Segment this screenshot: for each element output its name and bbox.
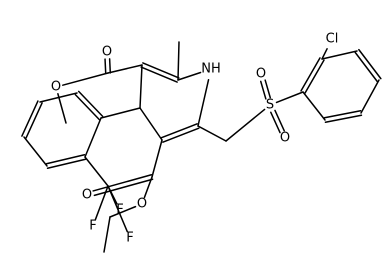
double-bond xyxy=(274,109,285,132)
single-bond xyxy=(139,107,163,141)
atom-label-nh: NH xyxy=(201,62,221,77)
atom-label-o: O xyxy=(102,45,112,60)
double-bond xyxy=(45,154,86,165)
single-bond xyxy=(302,91,326,121)
single-bond xyxy=(107,185,129,233)
double-bond xyxy=(264,79,272,99)
double-bond xyxy=(104,58,107,74)
double-bond xyxy=(259,80,267,100)
double-bond xyxy=(140,66,178,83)
single-bond xyxy=(177,71,202,81)
atom-label-cl: Cl xyxy=(326,32,339,47)
double-bond xyxy=(93,178,154,197)
double-bond xyxy=(92,174,153,192)
double-bond xyxy=(354,51,378,83)
single-bond xyxy=(39,92,78,103)
single-bond xyxy=(23,136,48,167)
bond-layer xyxy=(21,41,382,253)
double-bond xyxy=(304,59,325,94)
atom-label-f: F xyxy=(89,219,96,234)
atom-label-o: O xyxy=(137,197,147,212)
atom-label-o: O xyxy=(82,188,92,203)
double-bond xyxy=(142,62,180,79)
single-bond xyxy=(360,79,380,114)
atom-label-o: O xyxy=(256,67,266,82)
double-bond xyxy=(77,90,104,118)
double-bond xyxy=(358,48,382,80)
double-bond xyxy=(270,111,281,134)
single-bond xyxy=(107,64,143,74)
double-bond xyxy=(300,57,321,92)
single-bond xyxy=(109,205,137,218)
single-bond xyxy=(57,92,67,124)
double-bond xyxy=(108,58,112,74)
single-bond xyxy=(321,48,328,60)
double-bond xyxy=(162,127,200,143)
single-bond xyxy=(197,78,210,127)
single-bond xyxy=(100,107,141,119)
double-bond xyxy=(324,114,363,124)
double-bond xyxy=(25,102,43,139)
single-bond xyxy=(139,64,143,109)
double-bond xyxy=(160,123,198,139)
single-bond xyxy=(225,108,266,142)
single-bond xyxy=(197,125,227,142)
single-bond xyxy=(151,139,163,178)
single-bond xyxy=(103,216,111,253)
atom-label-o: O xyxy=(51,80,61,95)
single-bond xyxy=(177,41,180,81)
single-bond xyxy=(321,50,358,60)
atom-label-f: F xyxy=(116,203,123,218)
single-bond xyxy=(84,117,102,158)
double-bond xyxy=(21,100,39,137)
single-bond xyxy=(84,156,109,187)
double-bond xyxy=(74,93,101,121)
double-bond xyxy=(46,158,87,169)
single-bond xyxy=(94,185,109,221)
double-bond xyxy=(323,109,362,119)
single-bond xyxy=(143,176,153,199)
single-bond xyxy=(275,91,304,104)
atom-label-o: O xyxy=(280,131,290,146)
atom-label-s: S xyxy=(266,98,274,113)
atom-label-f: F xyxy=(126,231,133,246)
single-bond xyxy=(62,72,109,86)
